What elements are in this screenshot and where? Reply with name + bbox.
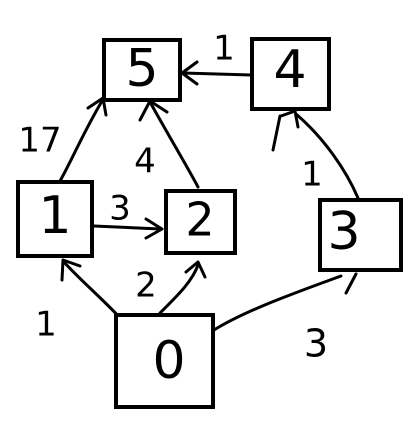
node-4-label: 4 [273, 40, 306, 100]
edge-2-to-5 [148, 100, 200, 189]
nodes-layer: 5 4 1 2 3 0 [16, 37, 403, 409]
node-4: 4 [250, 37, 331, 111]
edge-1-to-2-arrowhead [144, 217, 164, 240]
node-5: 5 [102, 38, 182, 102]
node-2-box [164, 189, 237, 255]
node-4-box [250, 37, 331, 111]
edge-weight-3-to-4: 1 [301, 155, 323, 195]
edge-weight-1-to-5: 17 [18, 121, 61, 161]
edge-3-to-4 [294, 112, 360, 200]
edge-0-to-1-arrowhead [60, 258, 82, 282]
node-0-label: 0 [152, 331, 185, 391]
edge-weight-0-to-2: 2 [135, 266, 157, 306]
edge-4-to-5 [181, 71, 253, 77]
edge-weight-2-to-5: 4 [134, 142, 156, 182]
edge-weight-0-to-1: 1 [35, 305, 57, 345]
edge-0-to-3-arrowhead [344, 272, 358, 295]
edge-0-to-3 [212, 274, 343, 332]
node-3-label: 3 [327, 202, 360, 262]
node-3: 3 [318, 198, 403, 272]
node-1-box [16, 180, 94, 258]
node-1: 1 [16, 180, 94, 258]
edge-0-to-2 [158, 263, 200, 315]
node-5-label: 5 [125, 39, 158, 99]
edge-weight-0-to-3: 3 [304, 322, 328, 366]
node-0: 0 [114, 313, 215, 409]
weights-layer: 17 4 1 1 3 1 2 3 [18, 29, 328, 366]
edge-1-to-2 [92, 224, 162, 231]
node-0-box [114, 313, 215, 409]
node-3-box [318, 198, 403, 272]
node-5-box [102, 38, 182, 102]
edge-0-to-2-arrowhead [184, 260, 207, 279]
edge-3-to-4-arrowhead [279, 109, 300, 129]
node-2: 2 [164, 189, 237, 255]
edge-3-to-4-tick [271, 114, 282, 152]
node-1-label: 1 [38, 186, 71, 246]
edge-weight-1-to-2: 3 [109, 189, 131, 229]
edge-1-to-5 [58, 99, 104, 183]
node-2-label: 2 [185, 193, 214, 247]
edge-weight-4-to-5: 1 [213, 29, 235, 69]
